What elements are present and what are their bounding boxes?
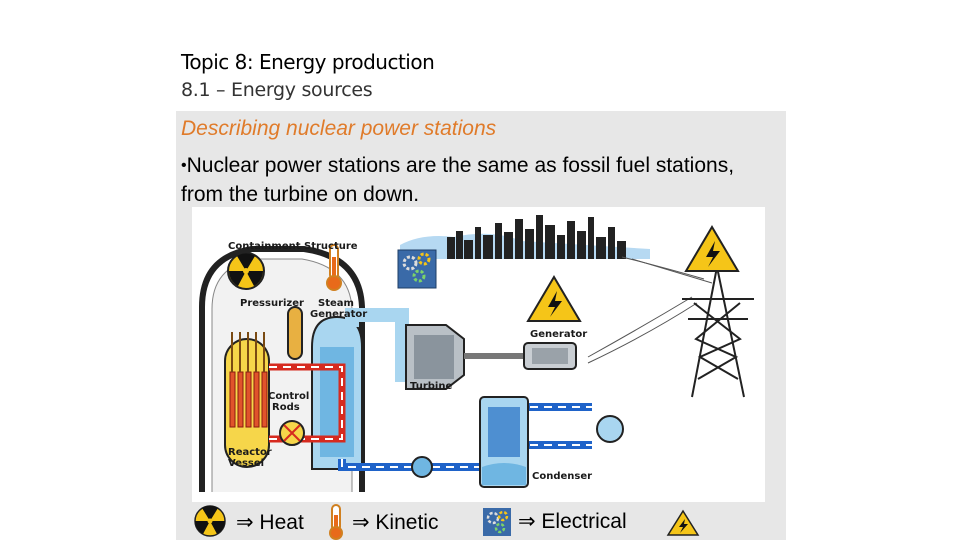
legend-heat: ⇒ Heat (236, 510, 304, 535)
label-condenser: Condenser (532, 471, 592, 482)
label-generator: Generator (530, 329, 587, 340)
radiation-icon (228, 253, 264, 289)
high-voltage-icon (666, 509, 700, 537)
steam-generator (312, 317, 362, 469)
condenser (480, 397, 528, 487)
gears-icon (482, 507, 512, 537)
thermometer-icon (324, 503, 348, 540)
turbine (406, 325, 464, 389)
transmission-pylon (682, 267, 754, 397)
label-reactor-1: Reactor (228, 447, 272, 458)
high-voltage-icon (686, 227, 738, 271)
label-turbine: Turbine (410, 381, 452, 392)
bullet-text: Nuclear power stations are the same as f… (181, 154, 734, 206)
label-control-2: Rods (272, 402, 300, 413)
subtopic-title: 8.1 – Energy sources (181, 79, 372, 101)
label-steam-1: Steam (318, 298, 354, 309)
label-pressurizer: Pressurizer (240, 298, 304, 309)
feedwater-pump (412, 457, 432, 477)
legend-kinetic: ⇒ Kinetic (352, 510, 438, 535)
legend-electrical: ⇒ Electrical (518, 509, 627, 534)
turbine-shaft (464, 353, 524, 359)
high-voltage-icon (528, 277, 580, 321)
label-control-1: Control (268, 391, 309, 402)
label-containment: Containment Structure (228, 241, 358, 252)
energy-legend: ⇒ Heat ⇒ Kinetic ⇒ Electrical (192, 503, 765, 540)
gears-icon (398, 250, 436, 288)
power-lines (588, 257, 712, 363)
nuclear-plant-diagram: Containment Structure Pressurizer Steam … (192, 207, 765, 502)
pressurizer (288, 307, 302, 359)
label-steam-2: Generator (310, 309, 367, 320)
generator (524, 343, 576, 369)
section-heading: Describing nuclear power stations (181, 117, 496, 141)
cooling-pump (597, 416, 623, 442)
city-skyline (400, 215, 650, 259)
topic-title: Topic 8: Energy production (181, 50, 434, 74)
bullet-point: •Nuclear power stations are the same as … (181, 151, 781, 209)
label-reactor-2: Vessel (228, 458, 264, 469)
radiation-icon (194, 505, 226, 537)
